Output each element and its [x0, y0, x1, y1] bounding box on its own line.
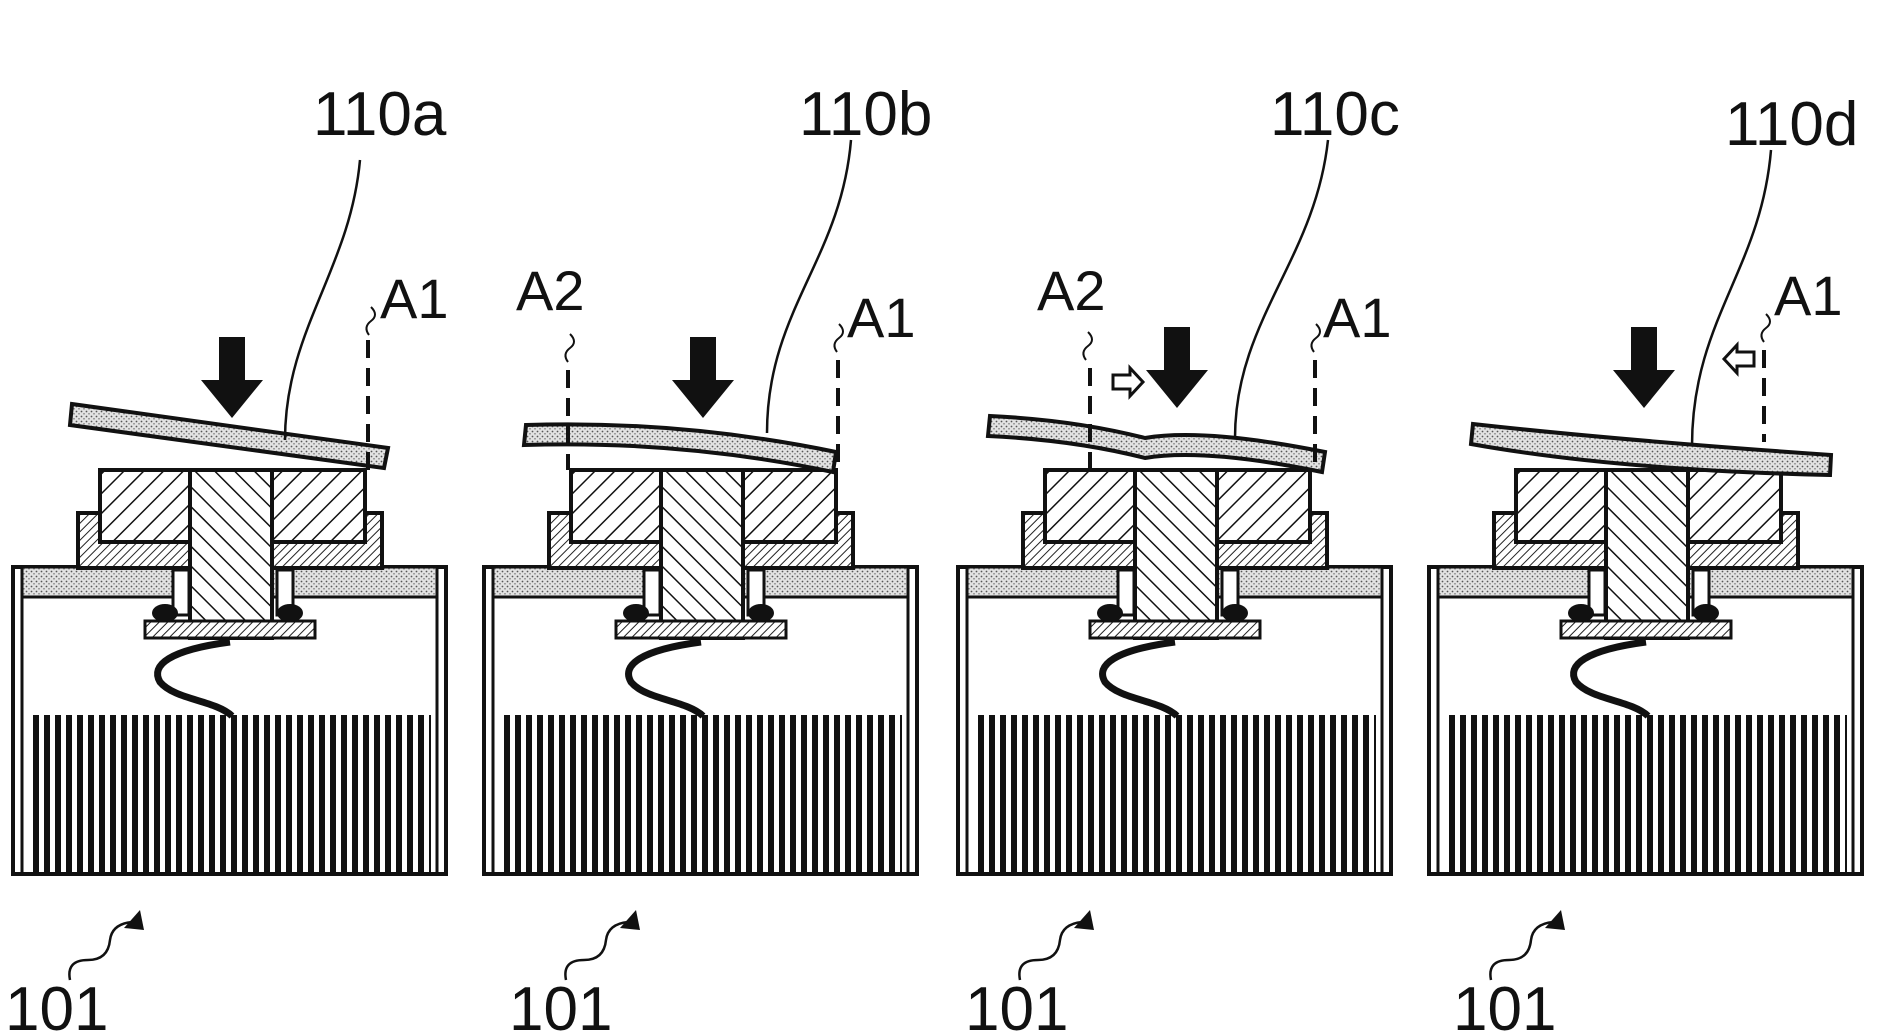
down-arrow	[1613, 327, 1675, 408]
axis-a1	[1761, 314, 1770, 442]
axis-a2	[1083, 332, 1092, 470]
panel-a: 110a A1 101	[5, 80, 449, 1034]
lens	[988, 416, 1325, 472]
lens	[1471, 424, 1831, 475]
base-pointer	[1490, 910, 1565, 980]
label-101: 101	[1453, 975, 1556, 1034]
panel-c: 110c A2 A1 101	[958, 80, 1400, 1034]
base-pointer	[565, 910, 640, 980]
label-101: 101	[509, 975, 612, 1034]
label-110b: 110b	[799, 80, 932, 149]
label-110a: 110a	[313, 80, 447, 149]
base-pointer	[69, 910, 144, 980]
label-a1: A1	[380, 267, 449, 330]
axis-a1	[834, 324, 843, 470]
base-pointer	[1019, 910, 1094, 980]
lens	[524, 424, 836, 472]
label-a2: A2	[516, 259, 585, 322]
down-arrow	[201, 337, 263, 418]
panel-b: 110b A2 A1 101	[484, 80, 932, 1034]
panel-d: 110d A1 101	[1429, 90, 1862, 1034]
leader-110d	[1692, 150, 1771, 446]
leader-110a	[285, 160, 360, 440]
down-arrow	[1146, 327, 1208, 408]
label-101: 101	[965, 975, 1068, 1034]
label-a2: A2	[1037, 259, 1106, 322]
small-arrow-right	[1113, 368, 1143, 396]
label-110c: 110c	[1270, 80, 1400, 149]
small-arrow-left	[1724, 345, 1754, 373]
label-a1: A1	[1323, 286, 1392, 349]
label-110d: 110d	[1725, 90, 1858, 159]
axis-a2	[565, 334, 574, 470]
label-101: 101	[5, 975, 108, 1034]
label-a1: A1	[1774, 264, 1843, 327]
label-a1: A1	[847, 286, 916, 349]
down-arrow	[672, 337, 734, 418]
